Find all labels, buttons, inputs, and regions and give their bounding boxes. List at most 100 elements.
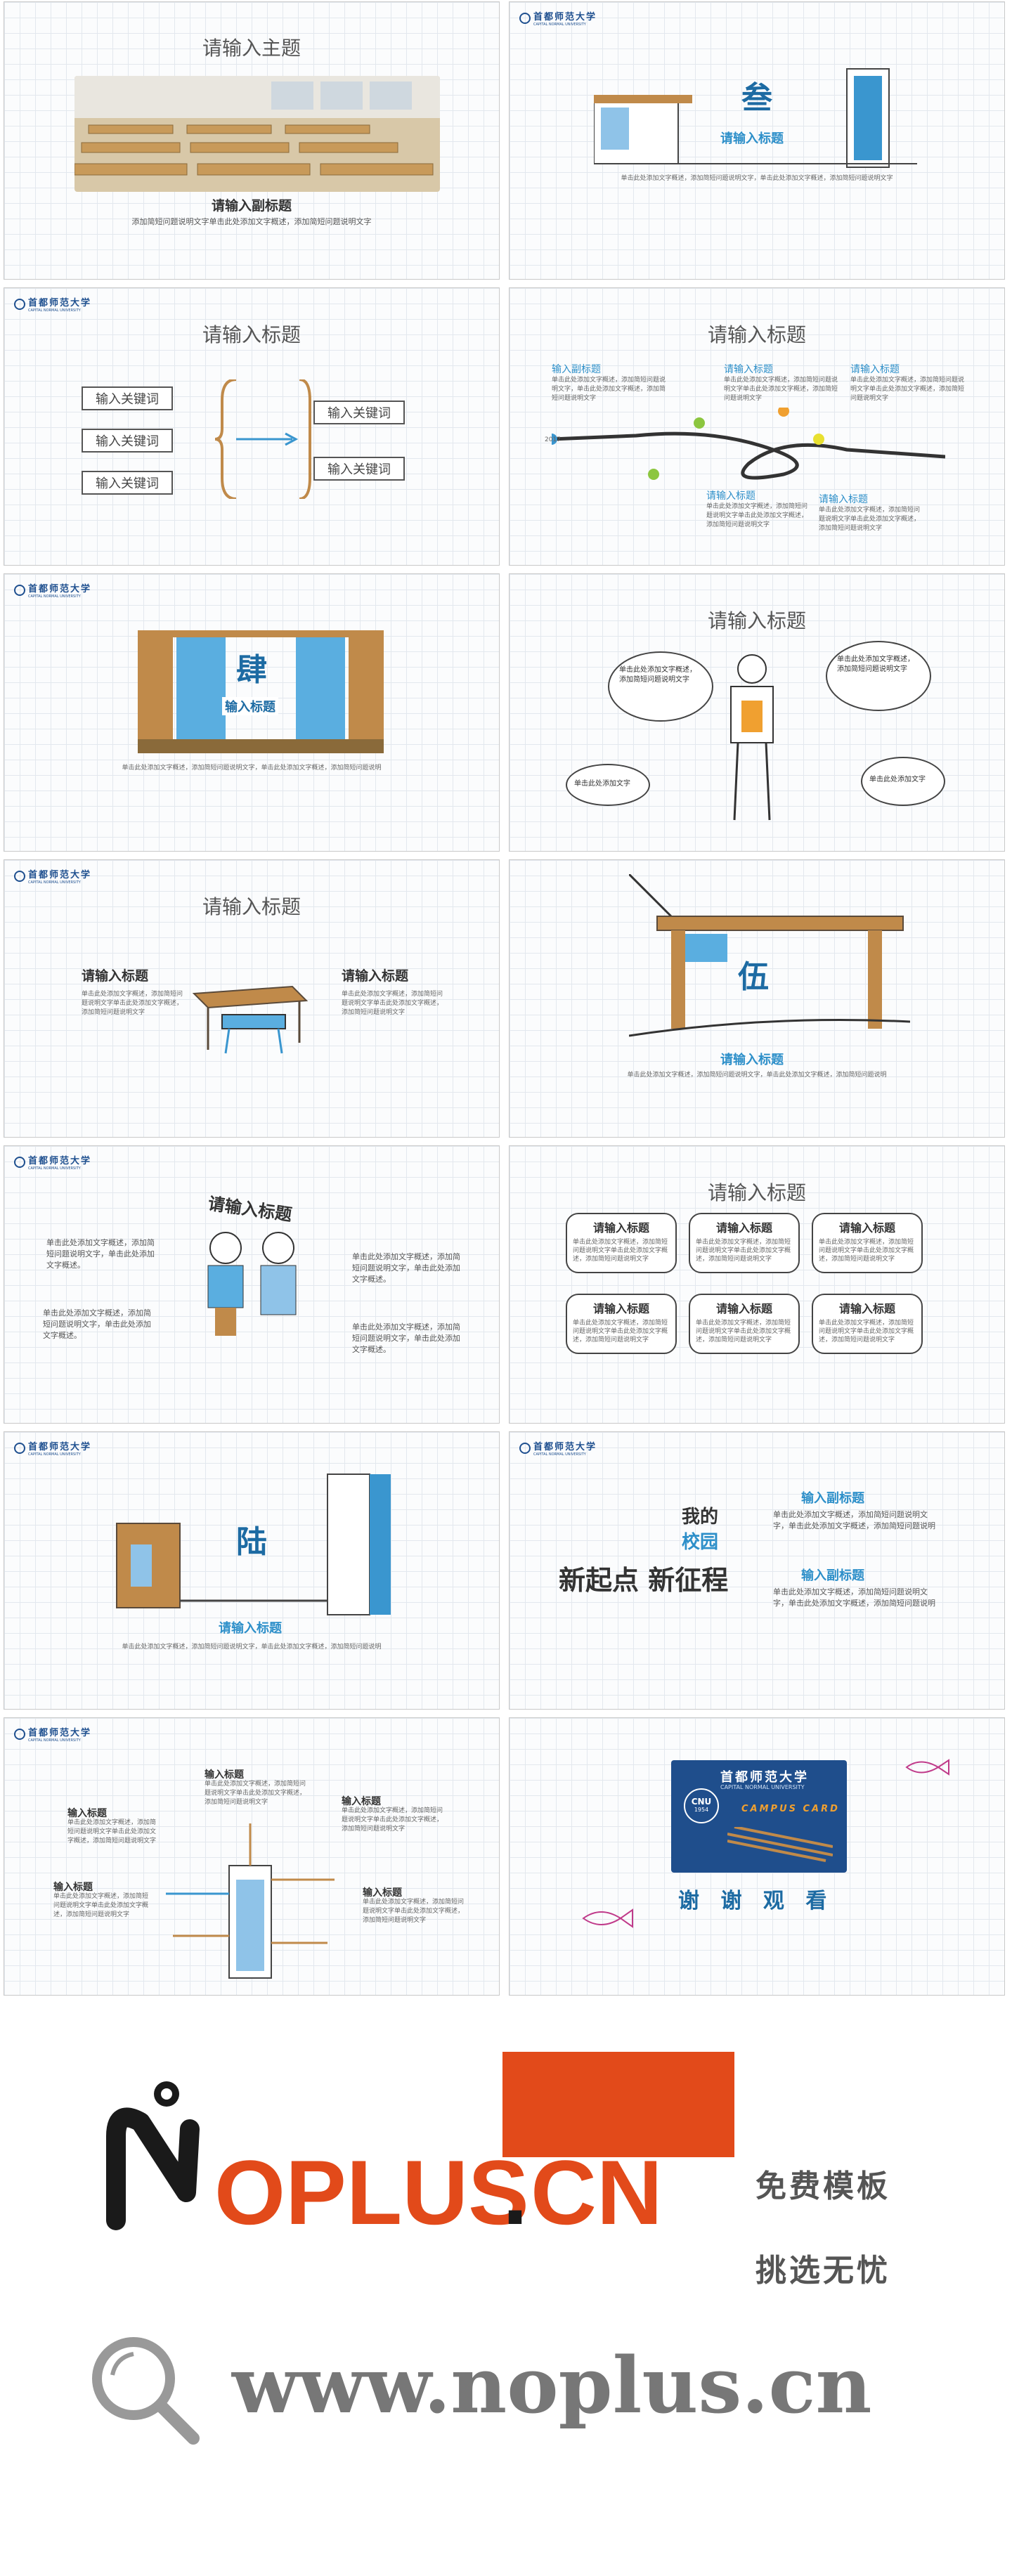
slide-title: 请输入标题 — [707, 323, 806, 346]
card-stripes — [727, 1827, 833, 1862]
text-1: 单击此处添加文字概述，添加简短问题说明文字，单击此处添加文字概述，添加简短问题说… — [773, 1510, 935, 1530]
callout-title: 输入标题 — [363, 1887, 402, 1899]
info-card: 请输入标题单击此处添加文字概述，添加简短问题说明文字单击此处添加文字概述，添加简… — [566, 1213, 677, 1273]
fish-icon — [582, 1908, 633, 1928]
info-card: 请输入标题单击此处添加文字概述，添加简短问题说明文字单击此处添加文字概述，添加简… — [566, 1294, 677, 1354]
speech-cloud: 单击此处添加文字 — [861, 757, 945, 806]
seal-icon — [14, 1442, 25, 1454]
section-number: 肆 — [236, 652, 267, 688]
timeline-label: 请输入标题 — [819, 494, 868, 505]
note-text: 单击此处添加文字概述，添加简短问题说明文字，单击此处添加文字概述。 — [352, 1252, 460, 1284]
logo-text: 首都师范大学 — [533, 12, 597, 22]
slide-title: 请输入标题 — [207, 1193, 294, 1225]
slide-desc: 单击此处添加文字概述，添加简短问题说明文字，单击此处添加文字概述，添加简短问题说… — [621, 175, 893, 182]
card-title: 请输入标题 — [715, 1302, 772, 1315]
callout-text: 单击此处添加文字概述，添加简短问题说明文字单击此处添加文字概述，添加简短问题说明… — [342, 1807, 443, 1833]
fish-icon — [905, 1759, 949, 1776]
slide-8[interactable]: 伍 请输入标题 单击此处添加文字概述，添加简短问题说明文字，单击此处添加文字概述… — [509, 859, 1005, 1138]
slide-title: 请输入标题 — [707, 609, 806, 632]
slide-desc: 单击此处添加文字概述，添加简短问题说明文字，单击此处添加文字概述，添加简短问题说… — [122, 1644, 382, 1651]
keyword-banner: 输入关键词 — [82, 429, 173, 453]
brand-footer: OPLUS . CN 免费模板 挑选无忧 www.noplus.cn — [0, 2010, 1012, 2576]
brand-url[interactable]: www.noplus.cn — [232, 2340, 872, 2431]
card-text: 单击此处添加文字概述，添加简短问题说明文字单击此处添加文字概述，添加简短问题说明… — [696, 1239, 791, 1263]
text-2: 单击此处添加文字概述，添加简短问题说明文字，单击此处添加文字概述，添加简短问题说… — [773, 1587, 935, 1608]
stage-sketch — [138, 630, 384, 753]
right-text: 单击此处添加文字概述，添加简短问题说明文字单击此处添加文字概述，添加简短问题说明… — [342, 991, 443, 1016]
logo-text: 首都师范大学 — [28, 1156, 92, 1166]
brand-tag-2: 挑选无忧 — [755, 2253, 890, 2289]
subtitle-1: 输入副标题 — [801, 1491, 864, 1506]
callout-text: 单击此处添加文字概述，添加简短问题说明文字单击此处添加文字概述，添加简短问题说明… — [363, 1899, 465, 1924]
logo-en: CAPITAL NORMAL UNIVERSITY — [533, 22, 586, 27]
seal-icon — [14, 1728, 25, 1740]
note-text: 单击此处添加文字概述，添加简短问题说明文字，单击此处添加文字概述。 — [352, 1322, 460, 1354]
card-title: 请输入标题 — [715, 1221, 772, 1235]
logo-en: CAPITAL NORMAL UNIVERSITY — [533, 1452, 586, 1457]
timeline-text: 单击此处添加文字概述，添加简短问题说明文字单击此处添加文字概述，添加简短问题说明… — [724, 377, 838, 402]
timeline-text: 单击此处添加文字概述，添加简短问题说明文字单击此处添加文字概述，添加简短问题说明… — [819, 507, 921, 532]
card-title: 请输入标题 — [838, 1302, 895, 1315]
seal-icon — [14, 1156, 25, 1168]
seal-icon — [14, 298, 25, 310]
timeline-year: 2017 — [545, 436, 561, 443]
slide-1[interactable]: 请输入主题 请输入副标题 添加简短问题说明文字单击此处添加文字概述，添加简短问题… — [4, 1, 500, 280]
slide-10[interactable]: 请输入标题 请输入标题单击此处添加文字概述，添加简短问题说明文字单击此处添加文字… — [509, 1145, 1005, 1424]
slide-6[interactable]: 请输入标题 单击此处添加文字概述，添加简短问题说明文字 单击此处添加文字概述，添… — [509, 573, 1005, 852]
card-text: 单击此处添加文字概述，添加简短问题说明文字单击此处添加文字概述，添加简短问题说明… — [573, 1239, 668, 1263]
seal-icon — [519, 12, 531, 24]
logo-en: CAPITAL NORMAL UNIVERSITY — [28, 594, 81, 599]
slide-title: 请输入标题 — [707, 1181, 806, 1204]
timeline-label: 请输入标题 — [850, 364, 900, 375]
section-number: 陆 — [236, 1524, 267, 1560]
logo-en: CAPITAL NORMAL UNIVERSITY — [28, 1738, 81, 1743]
slide-heading: 输入标题 — [222, 697, 278, 715]
seal-icon — [14, 870, 25, 882]
card-text: 单击此处添加文字概述，添加简短问题说明文字单击此处添加文字概述，添加简短问题说明… — [573, 1320, 668, 1344]
logo-text: 首都师范大学 — [533, 1442, 597, 1452]
my-label: 我的 — [682, 1507, 719, 1528]
slide-heading: 请输入标题 — [720, 131, 784, 146]
logo-text-cn: CN — [531, 2141, 663, 2244]
keyword-banner: 输入关键词 — [82, 386, 173, 410]
slide-heading: 请输入标题 — [720, 1053, 784, 1067]
logo-text: 首都师范大学 — [28, 870, 92, 880]
card-university: 首都师范大学 — [720, 1770, 809, 1785]
noplus-logo: OPLUS . CN — [106, 2052, 734, 2244]
speech-cloud: 单击此处添加文字概述，添加简短问题说明文字 — [826, 641, 931, 711]
timeline-text: 单击此处添加文字概述，添加简短问题说明文字单击此处添加文字概述，添加简短问题说明… — [706, 503, 808, 528]
callout-title: 输入标题 — [53, 1882, 93, 1893]
logo-en: CAPITAL NORMAL UNIVERSITY — [28, 880, 81, 885]
campus-building-sketch — [116, 1474, 391, 1615]
logo-text: 首都师范大学 — [28, 1442, 92, 1452]
keyword-banner: 输入关键词 — [313, 457, 405, 481]
tower-arrows-sketch — [166, 1823, 335, 1979]
note-text: 单击此处添加文字概述，添加简短问题说明文字，单击此处添加文字概述。 — [46, 1238, 155, 1270]
classroom-photo — [74, 76, 440, 192]
keyword-banner: 输入关键词 — [82, 471, 173, 495]
slide-14[interactable]: 首都师范大学 CAPITAL NORMAL UNIVERSITY CNU 195… — [509, 1717, 1005, 1996]
card-text: 单击此处添加文字概述，添加简短问题说明文字单击此处添加文字概述，添加简短问题说明… — [696, 1320, 791, 1344]
magnifier-icon — [92, 2337, 200, 2445]
left-title: 请输入标题 — [82, 968, 149, 984]
slide-4[interactable]: 请输入标题 输入副标题 单击此处添加文字概述，添加简短问题说明文字，单击此处添加… — [509, 287, 1005, 566]
logo-text-oplus: OPLUS — [214, 2141, 529, 2244]
info-card: 请输入标题单击此处添加文字概述，添加简短问题说明文字单击此处添加文字概述，添加简… — [689, 1213, 800, 1273]
students-sketch — [207, 1232, 297, 1336]
card-title: 请输入标题 — [838, 1221, 895, 1235]
cnu-text: CNU — [691, 1797, 712, 1807]
info-card: 请输入标题单击此处添加文字概述，添加简短问题说明文字单击此处添加文字概述，添加简… — [812, 1213, 923, 1273]
thanks-text: 谢 谢 观 看 — [678, 1889, 834, 1913]
slide-desc: 添加简短问题说明文字单击此处添加文字概述，添加简短问题说明文字 — [131, 217, 372, 226]
